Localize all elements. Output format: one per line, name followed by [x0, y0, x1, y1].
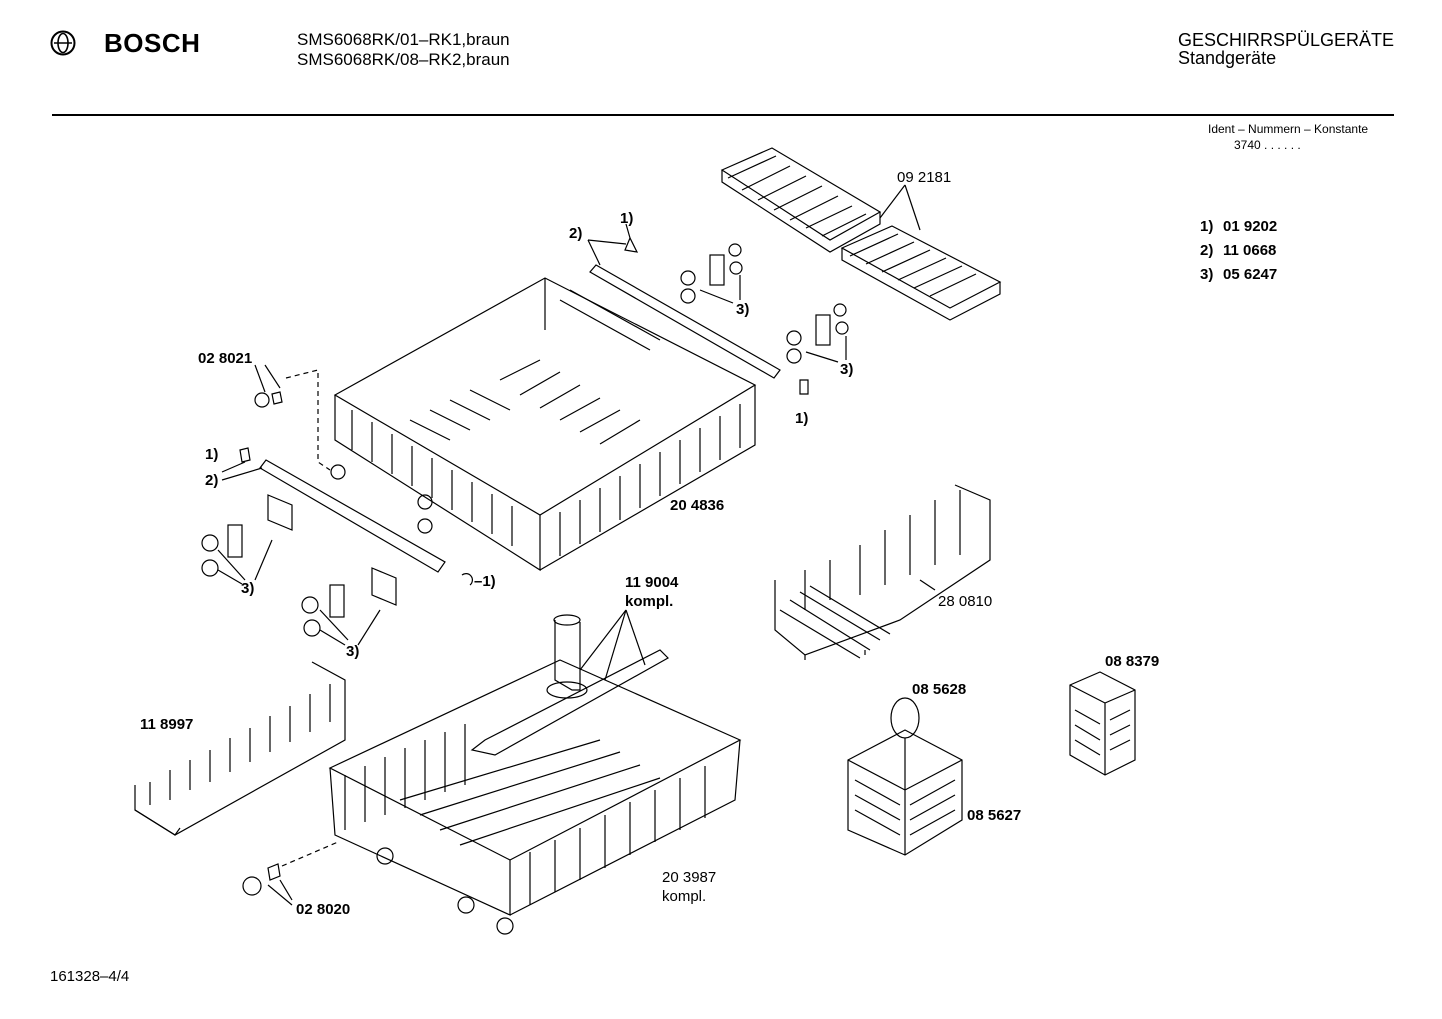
spray-arm-part	[470, 609, 669, 756]
ref-key-2: 2)	[1200, 242, 1214, 259]
callout-1-left: 1)	[205, 446, 219, 463]
ref-code-2: 11 0668	[1223, 242, 1277, 259]
lower-basket-part	[328, 659, 742, 935]
ident-label: Ident – Nummern – Konstante	[1208, 122, 1369, 136]
label-upper-wheel: 02 8021	[198, 350, 253, 367]
callout-3-top: 3)	[736, 301, 750, 318]
lower-wheel-part	[242, 841, 339, 906]
doc-number: 161328–4/4	[50, 968, 130, 985]
upper-wheel-part	[254, 364, 331, 471]
callout-3-right: 3)	[840, 361, 854, 378]
upper-rack-grid-part	[720, 147, 1002, 321]
label-small-cutlery-basket: 08 8379	[1105, 653, 1160, 670]
ref-code-3: 05 6247	[1223, 266, 1278, 283]
upper-basket-part	[330, 277, 757, 572]
label-cutlery-basket: 08 5627	[967, 807, 1022, 824]
bosch-logo-icon	[50, 30, 76, 56]
label-spray-arm: 11 9004	[625, 574, 679, 591]
header-divider	[52, 114, 1394, 116]
callout-1-top: 1)	[620, 210, 634, 227]
model-line-1: SMS6068RK/01–RK1,braun	[297, 30, 510, 49]
small-cutlery-basket-part	[1069, 671, 1136, 776]
bracket-wheel-set-part	[201, 243, 849, 646]
callout-2-top: 2)	[569, 225, 583, 242]
plate-insert-part	[774, 484, 991, 660]
label-lower-insert: 11 8997	[140, 716, 194, 733]
label-upper-basket: 20 4836	[670, 497, 725, 514]
label-spray-arm-kompl: kompl.	[625, 593, 674, 610]
ref-key-3: 3)	[1200, 266, 1214, 283]
label-cutlery-handle: 08 5628	[912, 681, 967, 698]
model-line-2: SMS6068RK/08–RK2,braun	[297, 50, 510, 69]
category-subtitle: Standgeräte	[1178, 48, 1277, 68]
cutlery-basket-part	[847, 697, 963, 856]
brand-name: BOSCH	[104, 28, 201, 58]
label-lower-wheel: 02 8020	[296, 901, 351, 918]
callout-3-left: 3)	[241, 580, 255, 597]
lower-insert-part	[134, 661, 346, 836]
upper-rail-part	[221, 223, 809, 573]
callout-1-right: 1)	[795, 410, 809, 427]
label-lower-basket: 20 3987	[662, 869, 717, 886]
callout-d1: –1)	[474, 573, 496, 590]
ref-key-1: 1)	[1200, 218, 1214, 235]
ref-code-1: 01 9202	[1223, 218, 1278, 235]
callout-2-left: 2)	[205, 472, 219, 489]
category-title: GESCHIRRSPÜLGERÄTE	[1178, 30, 1395, 50]
callout-3-lower: 3)	[346, 643, 360, 660]
label-upper-rack-grid: 09 2181	[897, 169, 952, 186]
label-lower-basket-kompl: kompl.	[662, 888, 707, 905]
label-plate-insert: 28 0810	[938, 593, 993, 610]
ident-value: 3740 . . . . . .	[1234, 138, 1301, 152]
